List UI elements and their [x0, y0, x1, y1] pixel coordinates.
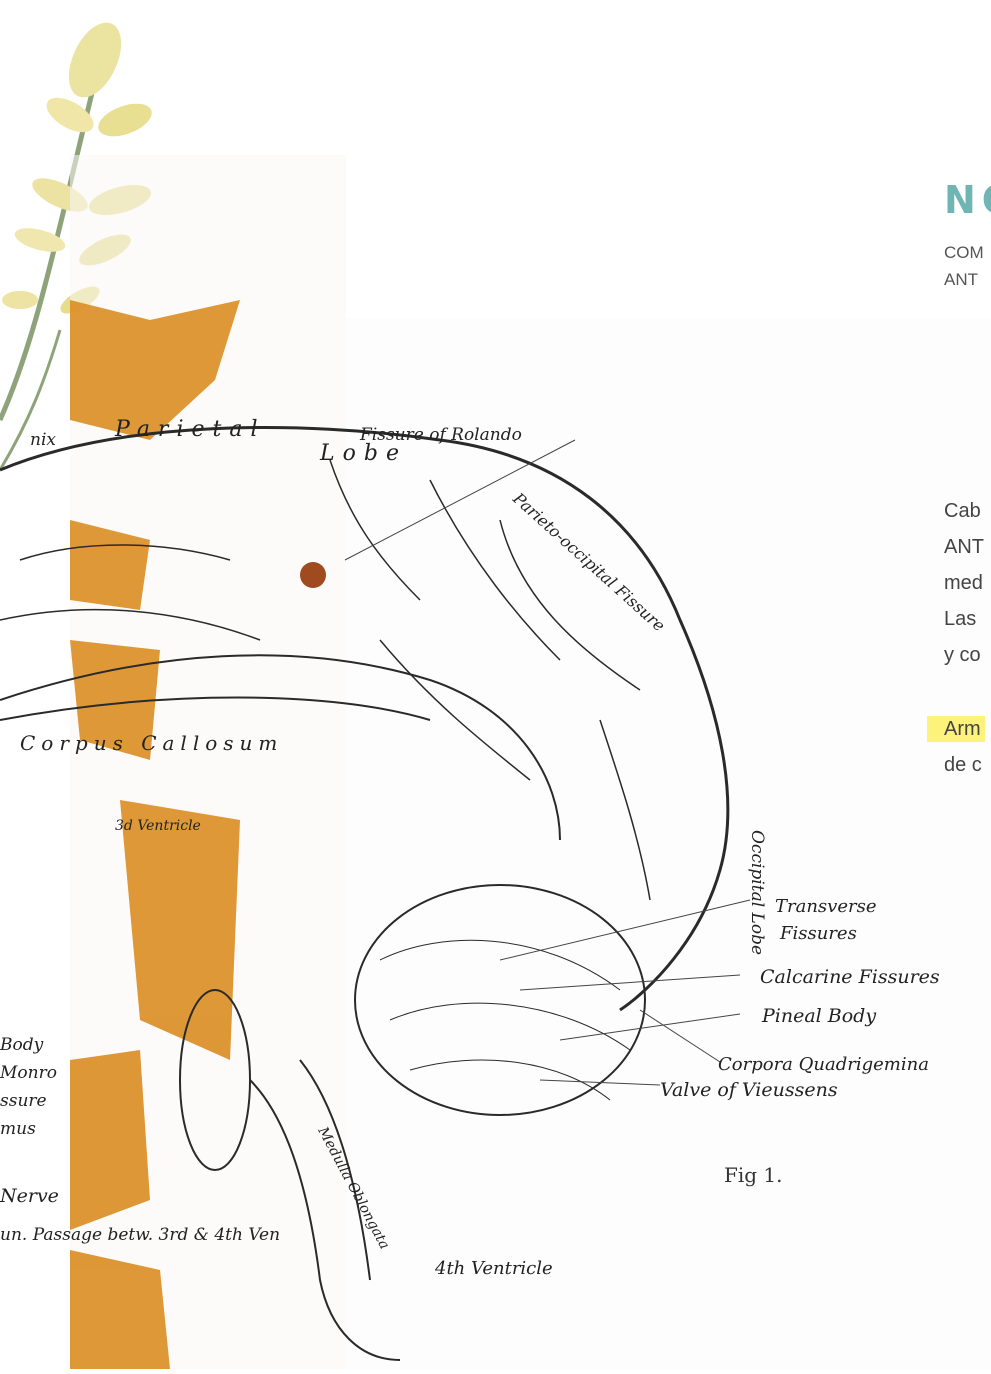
- subtitle-line: ANT: [944, 266, 984, 293]
- brown-dot: [300, 562, 326, 588]
- label-corpora: Corpora Quadrigemina: [718, 1054, 929, 1075]
- label-fissure: ssure: [0, 1091, 47, 1111]
- body-line: ANT: [944, 529, 984, 565]
- label-parietal: Parietal: [114, 417, 266, 442]
- label-nix: nix: [30, 430, 56, 450]
- subtitle: COM ANT: [944, 239, 984, 293]
- body-line: Cab: [944, 493, 984, 529]
- label-fissures: Fissures: [779, 923, 857, 944]
- label-valve: Valve of Vieussens: [660, 1079, 838, 1101]
- label-monro: Monro: [0, 1063, 57, 1083]
- label-nerve: Nerve: [0, 1185, 59, 1207]
- highlighted-text: Arm: [927, 716, 985, 742]
- label-occipital-lobe: Occipital Lobe: [747, 830, 767, 955]
- label-passage: un. Passage betw. 3rd & 4th Ven: [0, 1225, 280, 1245]
- page-title: NO: [944, 178, 991, 222]
- label-mus: mus: [0, 1119, 36, 1139]
- highlight-line: de c: [927, 747, 985, 783]
- label-third-ventricle: 3d Ventricle: [115, 818, 201, 834]
- body-line: y co: [944, 637, 984, 673]
- label-pineal: Pineal Body: [761, 1005, 876, 1027]
- highlight-paragraph: Arm de c: [927, 711, 985, 783]
- label-fig: Fig 1.: [724, 1163, 783, 1187]
- label-transverse: Transverse: [775, 896, 877, 917]
- label-rolando: Fissure of Rolando: [359, 425, 522, 445]
- label-body: Body: [0, 1035, 44, 1055]
- body-line: Las: [944, 601, 984, 637]
- label-corpus-callosum: Corpus Callosum: [20, 731, 283, 755]
- label-fourth-ventricle: 4th Ventricle: [434, 1258, 553, 1279]
- body-line: med: [944, 565, 984, 601]
- body-paragraph: Cab ANT med Las y co: [944, 493, 984, 673]
- label-calcarine: Calcarine Fissures: [760, 966, 940, 988]
- subtitle-line: COM: [944, 239, 984, 266]
